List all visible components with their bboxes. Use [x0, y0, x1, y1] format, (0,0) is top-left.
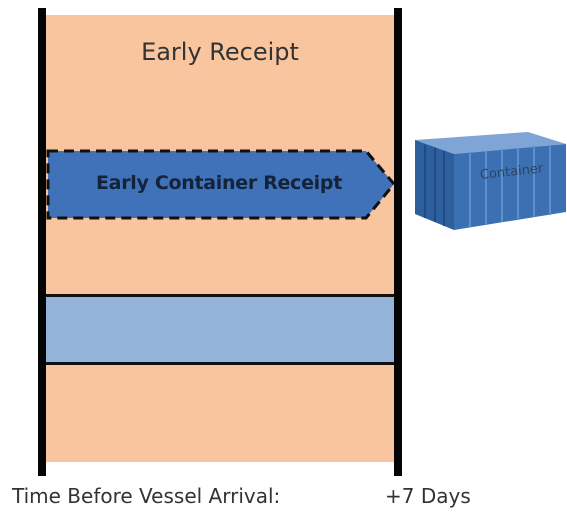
right-boundary-line: [394, 8, 402, 476]
left-boundary-line: [38, 8, 46, 476]
axis-end-label: +7 Days: [385, 484, 471, 508]
axis-start-label: Time Before Vessel Arrival:: [12, 484, 281, 508]
early-container-receipt-arrow: [46, 149, 396, 220]
region-title: Early Receipt: [141, 38, 299, 66]
shipping-container-icon: [415, 132, 566, 230]
arrow-label: Early Container Receipt: [96, 172, 342, 194]
early-receipt-region: [41, 15, 399, 462]
timeline-band: [42, 294, 402, 365]
